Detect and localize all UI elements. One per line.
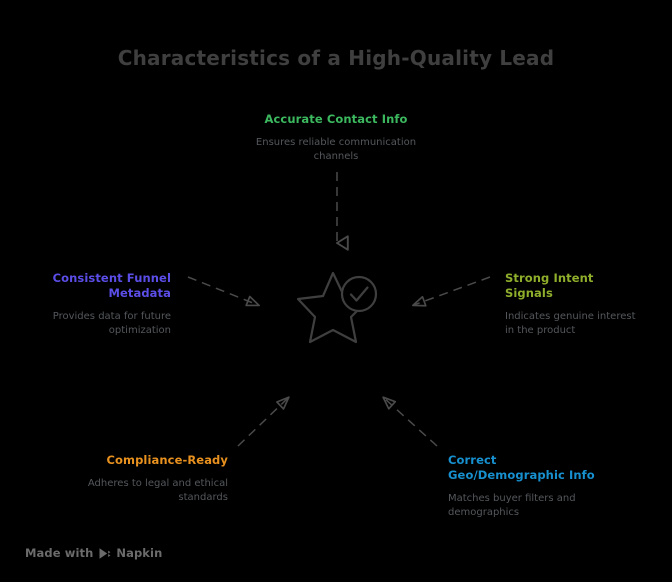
node-heading: Correct Geo/Demographic Info [448, 453, 595, 482]
star-with-check-badge-icon [297, 271, 378, 344]
node-heading: Strong Intent Signals [505, 271, 594, 300]
node-correct-geo-demographic-info[interactable]: Correct Geo/Demographic Info Matches buy… [448, 453, 598, 520]
connector-bottom-left [237, 396, 290, 447]
node-description: Matches buyer filters and demographics [448, 493, 576, 518]
node-accurate-contact-info[interactable]: Accurate Contact Info Ensures reliable c… [236, 112, 436, 164]
made-with-label: Made with [25, 546, 94, 560]
connector-right [412, 276, 491, 307]
node-strong-intent-signals[interactable]: Strong Intent Signals Indicates genuine … [505, 271, 645, 338]
node-heading: Accurate Contact Info [264, 112, 408, 126]
napkin-watermark[interactable]: Made with Napkin [25, 546, 162, 560]
node-consistent-funnel-metadata[interactable]: Consistent Funnel Metadata Provides data… [38, 271, 171, 338]
checkmark-shape [349, 286, 369, 302]
node-description: Indicates genuine interest in the produc… [505, 311, 636, 336]
napkin-brand-label: Napkin [116, 546, 163, 560]
node-heading: Compliance-Ready [106, 453, 228, 467]
connector-bottom-right [382, 396, 438, 447]
page-title: Characteristics of a High-Quality Lead [117, 46, 555, 70]
node-description: Adheres to legal and ethical standards [87, 478, 228, 503]
node-description: Ensures reliable communication channels [255, 137, 417, 162]
check-circle-shape [340, 275, 378, 313]
node-description: Provides data for future optimization [52, 311, 171, 336]
node-heading: Consistent Funnel Metadata [52, 271, 171, 300]
connector-left [187, 276, 260, 307]
napkin-play-logo-icon [98, 547, 111, 560]
node-compliance-ready[interactable]: Compliance-Ready Adheres to legal and et… [78, 453, 228, 505]
